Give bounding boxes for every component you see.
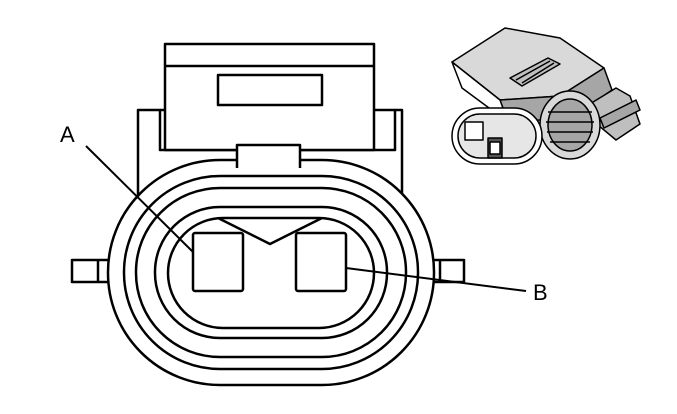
connector-face-view [70,42,527,387]
latch-window [216,73,324,107]
terminal-a-label: A [60,122,75,147]
terminal-a-cavity [191,231,245,293]
terminal-b-label: B [533,280,548,305]
mounting-tab-left [70,258,110,284]
keying-tab [235,143,302,168]
keying-notch [217,216,323,246]
connector-isometric-view [451,27,641,165]
terminal-b-cavity [294,231,348,293]
leader-line-b [345,267,527,292]
mounting-tab-right [430,258,466,284]
leader-line-a [85,145,194,253]
inset-terminal-a [464,121,484,141]
